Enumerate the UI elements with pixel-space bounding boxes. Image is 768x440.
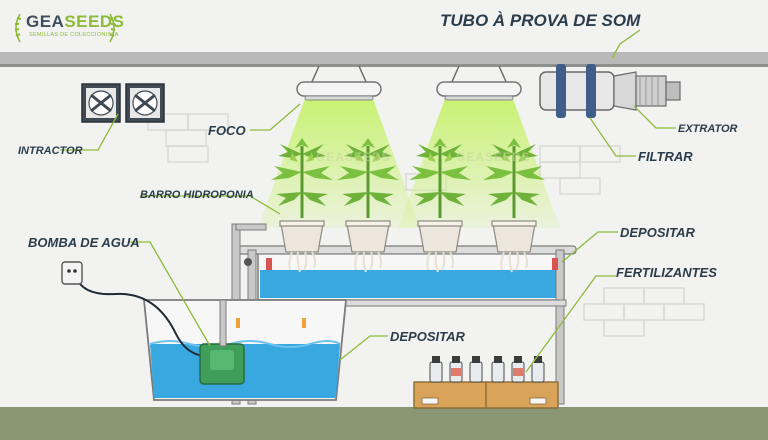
watermark-left: GEASEEDS: [316, 150, 391, 164]
label-intractor: INTRACTOR: [18, 145, 83, 157]
floor: [0, 407, 768, 440]
label-foco: FOCO: [208, 123, 246, 138]
logo-wordmark: GEASEEDS: [26, 12, 125, 31]
label-bomba-de-agua: BOMBA DE AGUA: [28, 235, 140, 250]
watermark-right: GEASEEDS: [456, 150, 531, 164]
label-depositar-top: DEPOSITAR: [620, 225, 695, 240]
logo-tagline: SEMILLAS DE COLECCIONISTA: [29, 32, 119, 38]
label-tubo-prova-de-som: TUBO À PROVA DE SOM: [440, 11, 641, 30]
label-barro-hidroponia: BARRO HIDROPONIA: [140, 189, 254, 201]
water-pump: [61, 261, 245, 385]
leader-lines: [60, 29, 676, 373]
grow-lamp-right: [436, 65, 522, 101]
filter-extractor: [539, 64, 681, 118]
label-filtrar: FILTRAR: [638, 149, 693, 164]
upper-reservoir: [235, 245, 577, 301]
intractor-fans: [81, 83, 165, 123]
grow-lamp-left: [296, 65, 382, 101]
laurel-icon: [14, 13, 116, 43]
ceiling-beam: [0, 52, 768, 66]
geaseeds-logo: GEASEEDS SEMILLAS DE COLECCIONISTA: [10, 8, 124, 48]
lower-reservoir: [143, 299, 347, 401]
label-extrator: EXTRATOR: [678, 123, 738, 135]
label-fertilizantes: FERTILIZANTES: [616, 265, 717, 280]
label-depositar-bottom: DEPOSITAR: [390, 329, 465, 344]
fertilizer-station: [413, 355, 559, 409]
